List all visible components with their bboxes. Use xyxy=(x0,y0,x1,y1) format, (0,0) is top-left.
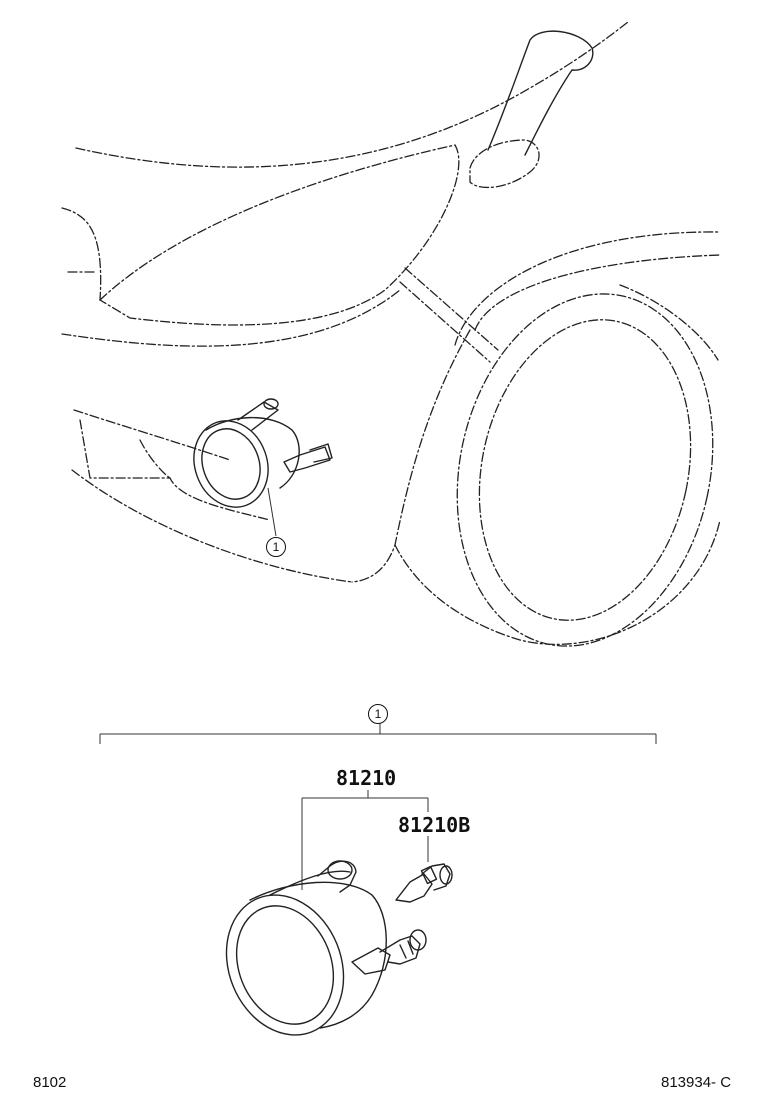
part-number-bulb[interactable]: 81210B xyxy=(398,813,471,837)
illustration-code: 813934- C xyxy=(661,1074,732,1091)
assembly-bracket xyxy=(99,724,657,744)
bulb-drawing xyxy=(395,863,453,903)
part-number-fog-lamp[interactable]: 81210 xyxy=(336,766,397,790)
vehicle-front-corner-outline xyxy=(61,21,721,647)
part-leader-lines xyxy=(301,790,429,890)
fog-lamp-assembly-drawing xyxy=(225,860,427,1036)
callout-installed: 1 xyxy=(266,537,286,557)
fog-lamp-installed xyxy=(193,398,333,537)
group-code: 8102 xyxy=(33,1074,67,1091)
callout-assembly: 1 xyxy=(368,704,388,724)
